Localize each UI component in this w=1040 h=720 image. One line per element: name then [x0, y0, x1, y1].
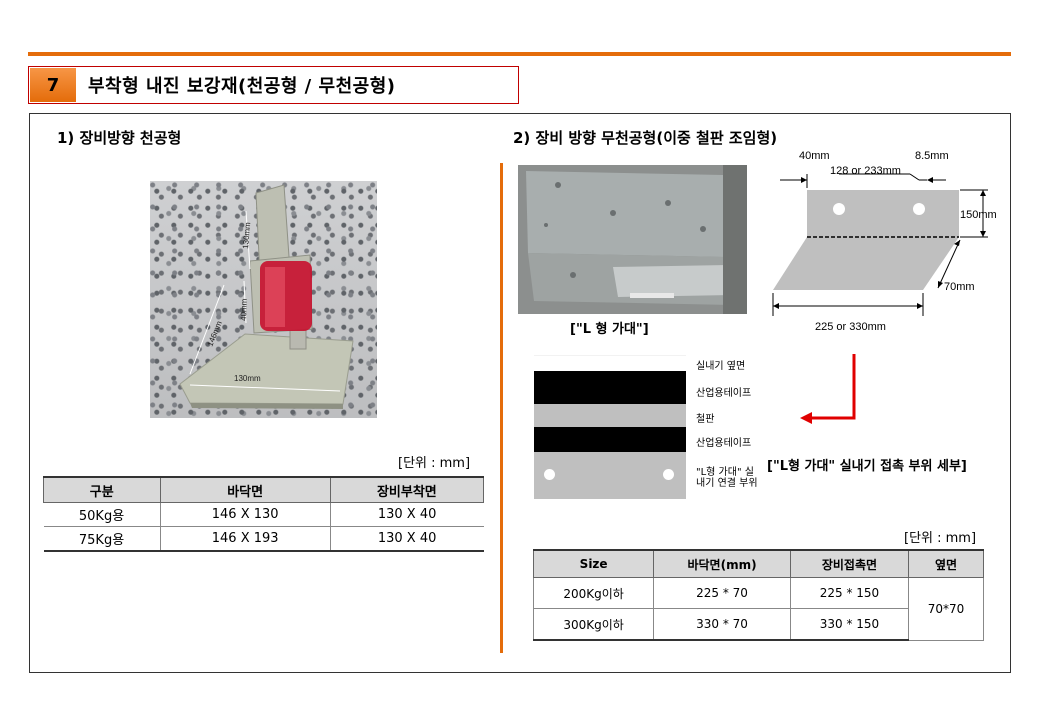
table-header-cell: 장비부착면	[329, 476, 485, 503]
table-cell: 130 X 40	[329, 502, 484, 527]
vertical-divider	[500, 163, 503, 653]
table-row: 50Kg용 146 X 130 130 X 40	[43, 502, 484, 527]
layer-label-3: 철판	[696, 414, 715, 425]
table-row: 75Kg용 146 X 193 130 X 40	[43, 526, 484, 552]
l-bracket-dimension-diagram: 40mm 128 or 233mm 8.5mm 150mm 70mm 225 o…	[772, 150, 997, 333]
perforated-spec-table: 구분 바닥면 장비부착면 50Kg용 146 X 130 130 X 40 75…	[43, 476, 485, 552]
left-unit-label: [단위 : mm]	[398, 456, 471, 471]
l-bracket-photo	[518, 165, 747, 314]
layer-steel-plate	[534, 404, 686, 427]
table-cell: 146 X 130	[159, 502, 331, 527]
table-header-row: 구분 바닥면 장비부착면	[43, 476, 485, 503]
table-cell: 330 * 150	[789, 608, 910, 641]
layer-indoor-side	[534, 355, 686, 371]
dim-40: 40mm	[799, 150, 830, 162]
photo-label-side: 146mm	[206, 319, 224, 347]
table-header-cell: 옆면	[908, 549, 984, 578]
right-unit-label: [단위 : mm]	[904, 531, 977, 546]
section-title: 부착형 내진 보강재(천공형 / 무천공형)	[88, 76, 396, 97]
table-header-cell: 구분	[43, 476, 161, 503]
section-number: 7	[30, 68, 76, 102]
table-header-cell: 바닥면(mm)	[653, 549, 791, 578]
table-cell: 200Kg이하	[532, 577, 655, 609]
layer-stack	[534, 355, 686, 499]
table-cell: 225 * 150	[789, 577, 910, 609]
dim-85: 8.5mm	[915, 150, 949, 162]
right-subtitle: 2) 장비 방향 무천공형(이중 철판 조임형)	[513, 129, 778, 147]
content-panel	[29, 113, 1011, 673]
dim-128: 128 or 233mm	[830, 165, 901, 177]
dim-70: 70mm	[944, 281, 975, 293]
table-header-cell: 장비접촉면	[789, 549, 910, 578]
left-subtitle: 1) 장비방향 천공형	[57, 129, 182, 147]
layer-label-2: 산업용테이프	[696, 388, 752, 399]
table-cell: 75Kg용	[43, 526, 161, 552]
layer-label-4: 산업용테이프	[696, 438, 752, 449]
table-row: 200Kg이하 225 * 70 225 * 150 70*70	[532, 577, 984, 641]
table-cell: 50Kg용	[43, 502, 161, 527]
table-cell-merged: 70*70	[908, 577, 984, 641]
photo-label-bottom: 130mm	[234, 374, 261, 383]
non-perforated-spec-table: Size 바닥면(mm) 장비접촉면 옆면 200Kg이하 225 * 70 2…	[532, 549, 984, 641]
table-cell: 330 * 70	[653, 608, 791, 641]
contact-detail-note: ["L형 가대" 실내기 접촉 부위 세부]	[767, 459, 967, 474]
table-cell: 146 X 193	[159, 526, 331, 552]
table-header-row: Size 바닥면(mm) 장비접촉면 옆면	[532, 549, 984, 578]
bolt-hole-left	[544, 469, 555, 480]
table-cell: 130 X 40	[329, 526, 484, 552]
photo-label-mid: 40mm	[239, 298, 249, 321]
dim-225: 225 or 330mm	[815, 321, 886, 333]
table-cell: 225 * 70	[653, 577, 791, 609]
table-header-cell: 바닥면	[159, 476, 331, 503]
photo-label-height: 130mm	[241, 221, 252, 249]
l-bracket-caption: ["L 형 가대"]	[570, 322, 649, 337]
table-cell: 300Kg이하	[532, 608, 655, 641]
bolt-hole-right	[663, 469, 674, 480]
top-orange-rule	[28, 52, 1011, 56]
l-bracket-illustration	[518, 165, 747, 314]
layer-label-1: 실내기 옆면	[696, 361, 746, 372]
layer-tape-2	[534, 427, 686, 452]
bracket-illustration: 130mm 40mm 146mm 130mm	[179, 184, 354, 409]
layer-tape-1	[534, 371, 686, 404]
layer-l-bracket	[534, 452, 686, 499]
layer-label-5: "L형 가대" 실내기 연결 부위	[696, 467, 758, 489]
section-title-box	[28, 66, 519, 104]
table-row: 300Kg이하 330 * 70 330 * 150	[532, 608, 984, 641]
perforated-bracket-photo: 130mm 40mm 146mm 130mm	[150, 181, 377, 418]
dim-150: 150mm	[960, 209, 997, 221]
red-arrow-icon	[800, 354, 856, 424]
table-header-cell: Size	[532, 549, 655, 578]
